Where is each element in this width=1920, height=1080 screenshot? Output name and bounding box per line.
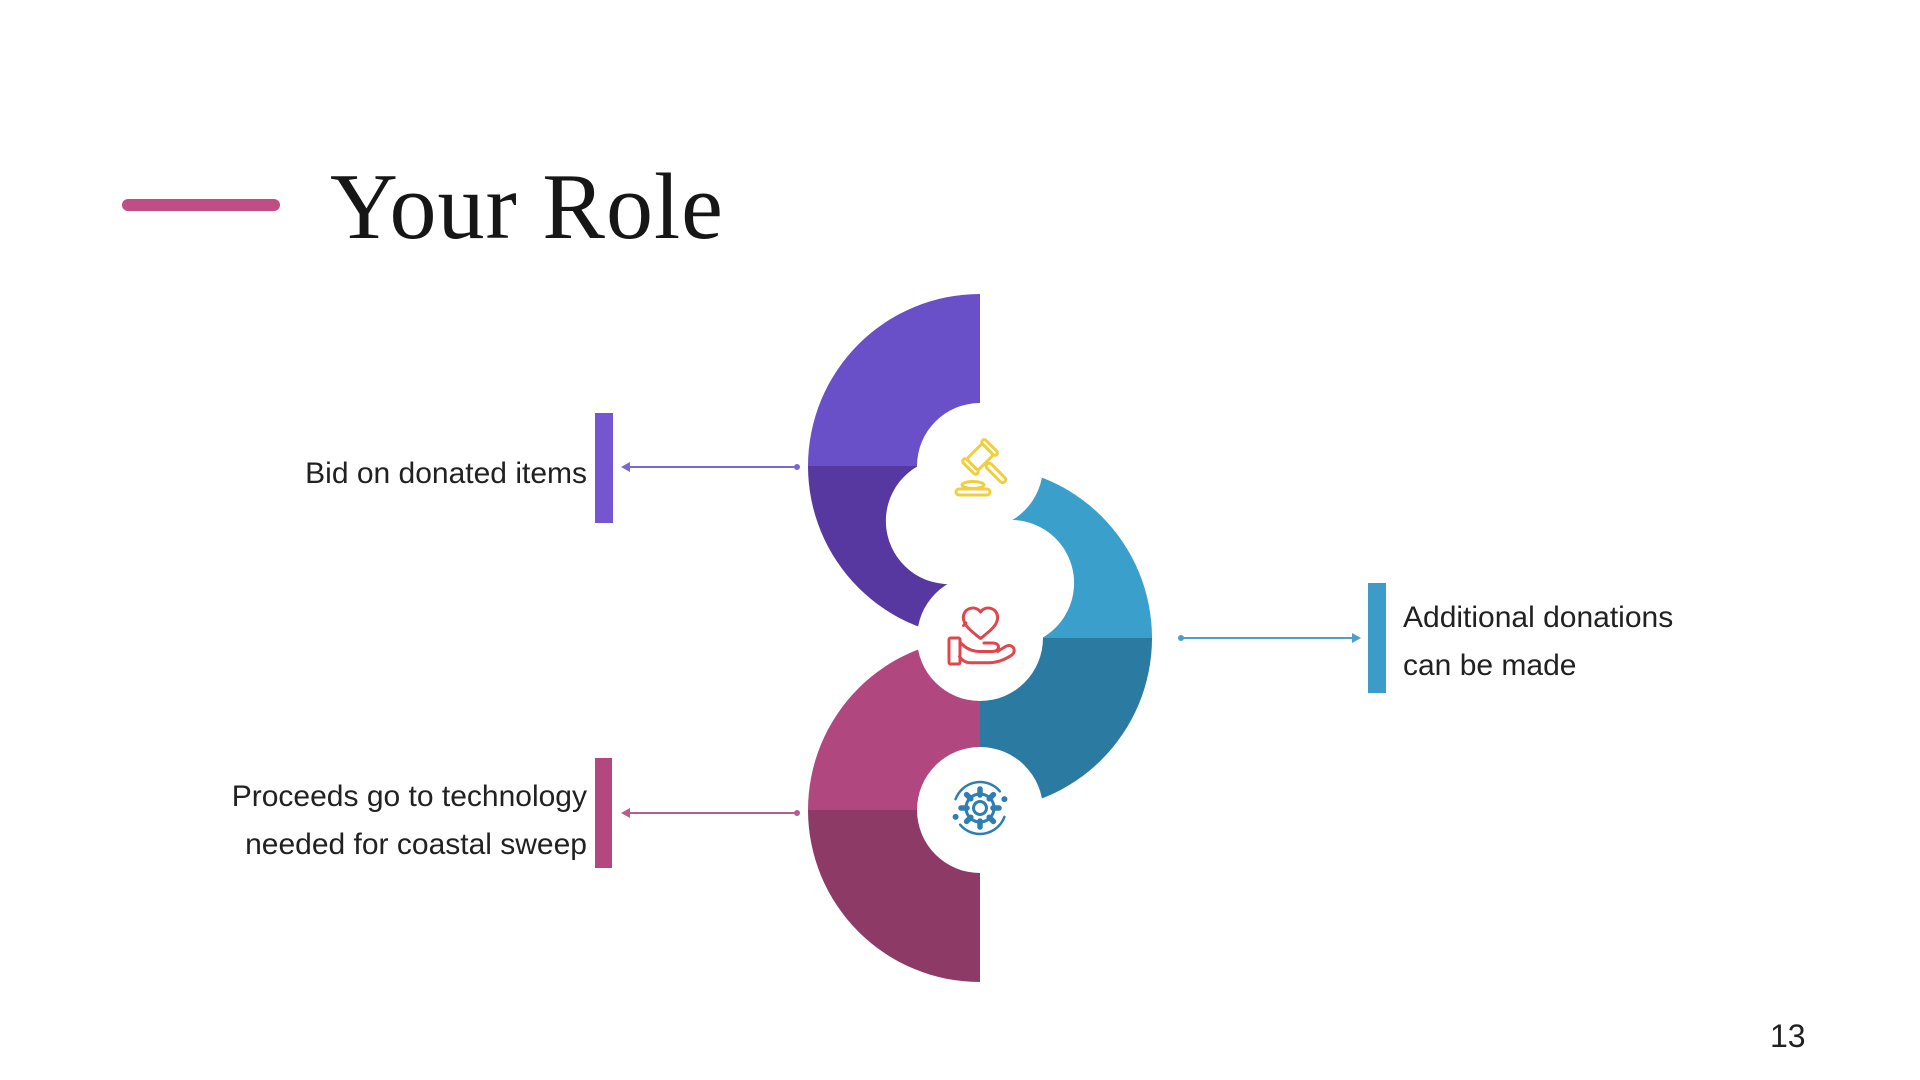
arc-proceeds-bottom bbox=[808, 810, 980, 982]
connector-bid bbox=[621, 462, 800, 472]
connector-end-dot bbox=[794, 464, 800, 470]
connector-proceeds bbox=[621, 808, 800, 818]
title-accent-line bbox=[122, 199, 280, 211]
heart-in-hand-icon bbox=[947, 606, 1016, 666]
connector-end-dot bbox=[794, 810, 800, 816]
label-additional-donations: Additional donations can be made bbox=[1403, 601, 1674, 682]
arrowhead-left-icon bbox=[621, 462, 630, 472]
gavel-auction-icon bbox=[954, 438, 1008, 497]
arrowhead-left-icon bbox=[621, 808, 630, 818]
page-number: 13 bbox=[1770, 1018, 1806, 1054]
connector-end-dot bbox=[1178, 635, 1184, 641]
icon-circle-bid bbox=[917, 403, 1043, 529]
page-title: Your Role bbox=[330, 155, 724, 259]
label-bar-bid bbox=[595, 413, 613, 523]
connector-donations bbox=[1178, 633, 1361, 643]
label-bar-proceeds bbox=[595, 758, 612, 868]
label-proceeds-coastal-sweep: Proceeds go to technology needed for coa… bbox=[231, 780, 587, 861]
arrowhead-right-icon bbox=[1352, 633, 1361, 643]
label-bar-donations bbox=[1368, 583, 1386, 693]
arc-bid-top bbox=[808, 294, 980, 466]
icon-circle-proceeds bbox=[917, 747, 1043, 873]
gear-process-icon bbox=[952, 780, 1008, 836]
label-bid-on-donated-items: Bid on donated items bbox=[305, 457, 587, 490]
